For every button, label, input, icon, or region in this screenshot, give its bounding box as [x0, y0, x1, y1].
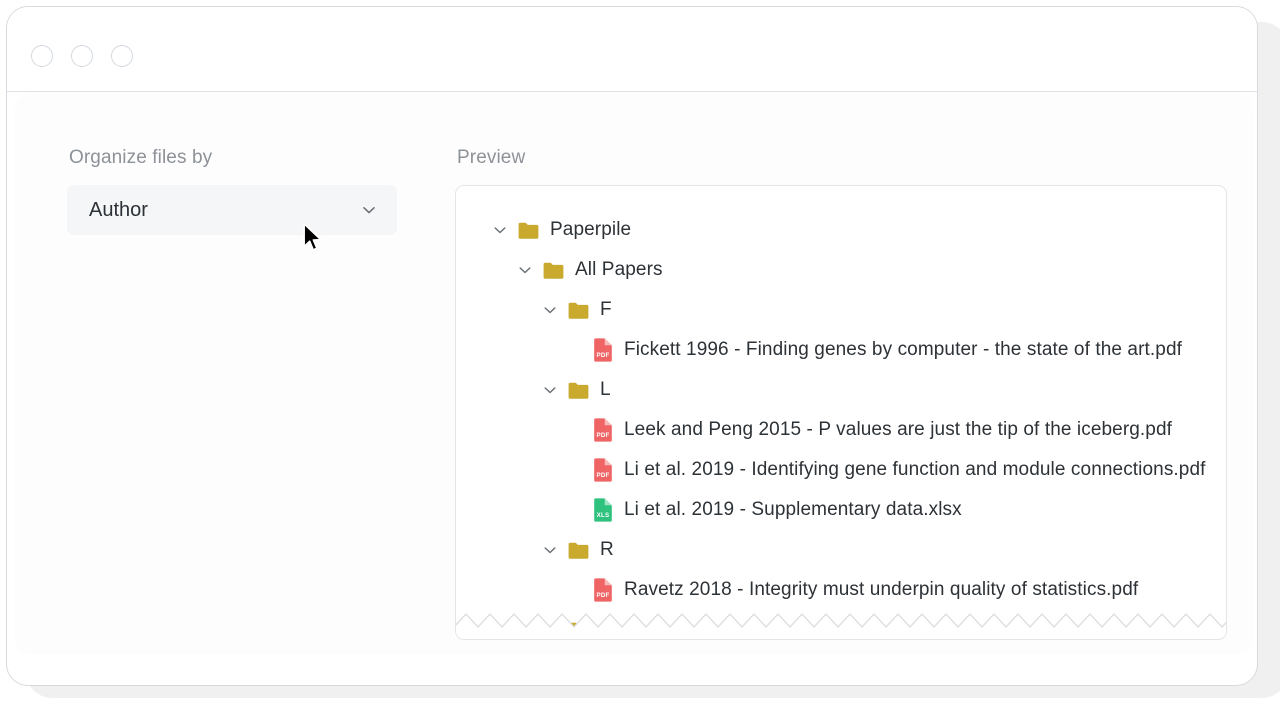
folder-icon: [568, 542, 589, 559]
minimize-dot[interactable]: [71, 45, 93, 67]
svg-text:PDF: PDF: [597, 352, 610, 359]
tree-folder-row[interactable]: Paperpile: [456, 210, 1226, 250]
maximize-dot[interactable]: [111, 45, 133, 67]
window-titlebar: [7, 7, 1257, 92]
chevron-down-icon[interactable]: [542, 382, 558, 398]
chevron-down-icon[interactable]: [492, 222, 508, 238]
folder-icon: [518, 222, 539, 239]
file-name: Li et al. 2019 - Identifying gene functi…: [624, 459, 1206, 480]
pdf-file-icon: PDF: [593, 418, 613, 442]
tree-folder-row[interactable]: F: [456, 290, 1226, 330]
folder-icon: [568, 622, 589, 639]
organize-files-by-label: Organize files by: [69, 147, 213, 168]
preview-label: Preview: [457, 147, 526, 168]
tree-file-row[interactable]: XLS Li et al. 2019 - Supplementary data.x…: [456, 490, 1226, 530]
chevron-down-icon[interactable]: [542, 622, 558, 638]
tree-folder-row[interactable]: L: [456, 370, 1226, 410]
chevron-down-icon[interactable]: [517, 262, 533, 278]
file-name: Li et al. 2019 - Supplementary data.xlsx: [624, 499, 962, 520]
folder-icon: [568, 382, 589, 399]
xls-file-icon: XLS: [593, 498, 613, 522]
tree-file-row[interactable]: PDF Fickett 1996 - Finding genes by compu…: [456, 330, 1226, 370]
settings-content: Organize files by Author Preview: [15, 94, 1253, 654]
folder-name: S: [600, 619, 613, 640]
folder-icon: [568, 302, 589, 319]
svg-text:PDF: PDF: [597, 432, 610, 439]
folder-name: F: [600, 299, 612, 320]
folder-name: Paperpile: [550, 219, 632, 240]
window-traffic-lights[interactable]: [31, 45, 133, 67]
tree-file-row[interactable]: PDF Ravetz 2018 - Integrity must underpin…: [456, 570, 1226, 610]
tree-file-row[interactable]: PDF Leek and Peng 2015 - P values are jus…: [456, 410, 1226, 450]
organize-files-by-select[interactable]: Author: [67, 185, 397, 235]
tree-folder-row[interactable]: R: [456, 530, 1226, 570]
app-window: Organize files by Author Preview: [6, 6, 1258, 686]
content-card: Organize files by Author Preview: [15, 94, 1253, 654]
svg-text:XLS: XLS: [597, 512, 610, 519]
pdf-file-icon: PDF: [593, 578, 613, 602]
organize-files-panel: Organize files by Author: [67, 147, 399, 235]
pdf-file-icon: PDF: [593, 458, 613, 482]
folder-name: All Papers: [575, 259, 663, 280]
folder-name: R: [600, 539, 614, 560]
folder-name: L: [600, 379, 611, 400]
tree-folder-row[interactable]: All Papers: [456, 250, 1226, 290]
folder-icon: [543, 262, 564, 279]
organize-files-by-value: Author: [89, 198, 148, 221]
tree-file-row[interactable]: PDF Li et al. 2019 - Identifying gene fun…: [456, 450, 1226, 490]
file-name: Fickett 1996 - Finding genes by computer…: [624, 339, 1182, 360]
svg-text:PDF: PDF: [597, 472, 610, 479]
chevron-down-icon[interactable]: [542, 542, 558, 558]
chevron-down-icon: [361, 202, 377, 218]
file-name: Ravetz 2018 - Integrity must underpin qu…: [624, 579, 1139, 600]
tree-folder-row[interactable]: S: [456, 610, 1226, 640]
file-name: Leek and Peng 2015 - P values are just t…: [624, 419, 1173, 440]
pdf-file-icon: PDF: [593, 338, 613, 362]
svg-text:PDF: PDF: [597, 592, 610, 599]
chevron-down-icon[interactable]: [542, 302, 558, 318]
close-dot[interactable]: [31, 45, 53, 67]
